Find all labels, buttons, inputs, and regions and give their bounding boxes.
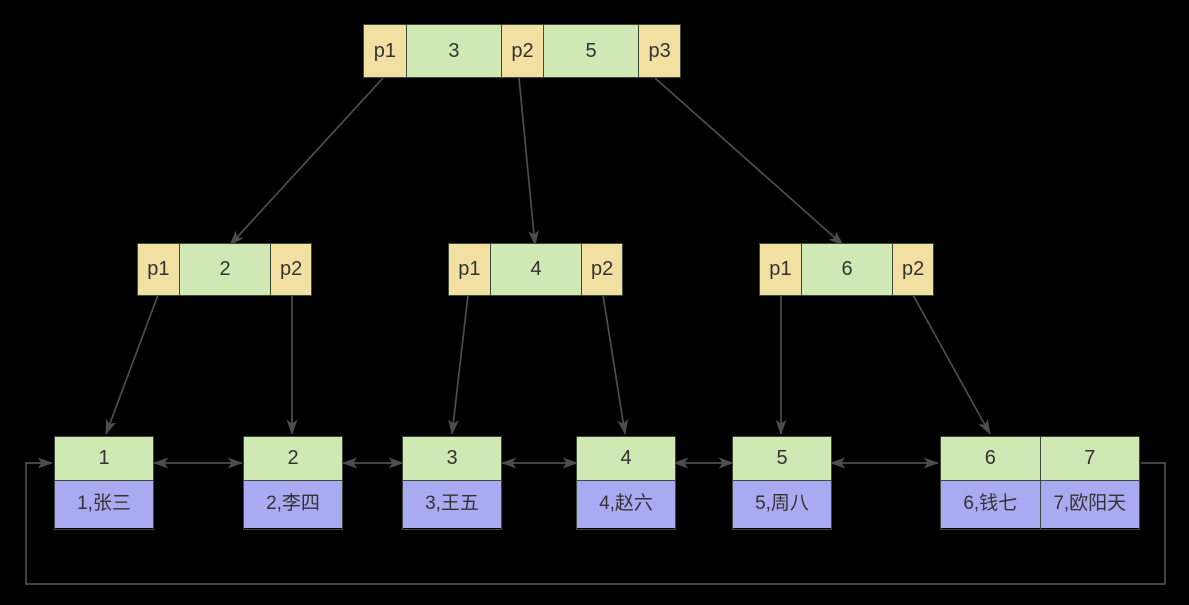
leaf-1-value: 1,张三 (55, 480, 153, 528)
leaf-node-5[interactable]: 5 5,周八 (732, 436, 832, 530)
edge-node2-p1-to-leaf1 (105, 294, 159, 435)
root-cell-p1[interactable]: p1 (364, 25, 406, 77)
root-node[interactable]: p1 3 p2 5 p3 (363, 24, 681, 78)
leaf-5-key: 5 (733, 437, 831, 480)
root-cell-p3[interactable]: p3 (638, 25, 680, 77)
edge-node4-p2-to-leaf4 (602, 294, 629, 436)
leaf-6-key: 6 (941, 437, 1040, 480)
leaf-7-value: 7,欧阳天 (1040, 480, 1139, 528)
node4-cell-p2[interactable]: p2 (581, 244, 622, 295)
internal-node-2[interactable]: p1 2 p2 (137, 243, 312, 296)
leaf-node-67[interactable]: 6 6,钱七 7 7,欧阳天 (940, 436, 1140, 530)
leaf-1-col-1[interactable]: 1 1,张三 (55, 437, 153, 529)
leaf-67-col-1[interactable]: 6 6,钱七 (941, 437, 1040, 529)
edge-node4-p1-to-leaf3 (448, 294, 469, 436)
edge-node6-p2-to-leaf6 (912, 294, 991, 435)
edge-root-p2-to-node4 (518, 77, 540, 247)
node6-cell-key-6[interactable]: 6 (800, 244, 893, 295)
edge-root-p3-to-node6 (654, 77, 844, 246)
internal-node-4[interactable]: p1 4 p2 (448, 243, 623, 296)
leaf-4-key: 4 (577, 437, 675, 480)
node4-cell-p1[interactable]: p1 (449, 244, 490, 295)
leaf-3-value: 3,王五 (403, 480, 501, 528)
leaf-node-3[interactable]: 3 3,王五 (402, 436, 502, 530)
leaf-67-col-2[interactable]: 7 7,欧阳天 (1039, 437, 1139, 529)
leaf-1-key: 1 (55, 437, 153, 480)
node6-cell-p1[interactable]: p1 (760, 244, 801, 295)
node2-cell-p1[interactable]: p1 (138, 244, 179, 295)
root-cell-p2[interactable]: p2 (501, 25, 543, 77)
leaf-3-key: 3 (403, 437, 501, 480)
leaf-node-4[interactable]: 4 4,赵六 (576, 436, 676, 530)
leaf-4-col-1[interactable]: 4 4,赵六 (577, 437, 675, 529)
edge-root-p1-to-node2 (229, 77, 384, 246)
node4-cell-key-4[interactable]: 4 (489, 244, 582, 295)
leaf-node-2[interactable]: 2 2,李四 (243, 436, 343, 530)
internal-node-6[interactable]: p1 6 p2 (759, 243, 934, 296)
node2-cell-p2[interactable]: p2 (270, 244, 311, 295)
leaf-2-col-1[interactable]: 2 2,李四 (244, 437, 342, 529)
leaf-2-value: 2,李四 (244, 480, 342, 528)
root-cell-key-3[interactable]: 3 (405, 25, 502, 77)
node6-cell-p2[interactable]: p2 (892, 244, 933, 295)
root-cell-key-5[interactable]: 5 (542, 25, 639, 77)
leaf-6-value: 6,钱七 (941, 480, 1040, 528)
leaf-4-value: 4,赵六 (577, 480, 675, 528)
node2-cell-key-2[interactable]: 2 (178, 244, 271, 295)
leaf-3-col-1[interactable]: 3 3,王五 (403, 437, 501, 529)
leaf-5-col-1[interactable]: 5 5,周八 (733, 437, 831, 529)
leaf-7-key: 7 (1040, 437, 1139, 480)
leaf-node-1[interactable]: 1 1,张三 (54, 436, 154, 530)
leaf-2-key: 2 (244, 437, 342, 480)
leaf-5-value: 5,周八 (733, 480, 831, 528)
